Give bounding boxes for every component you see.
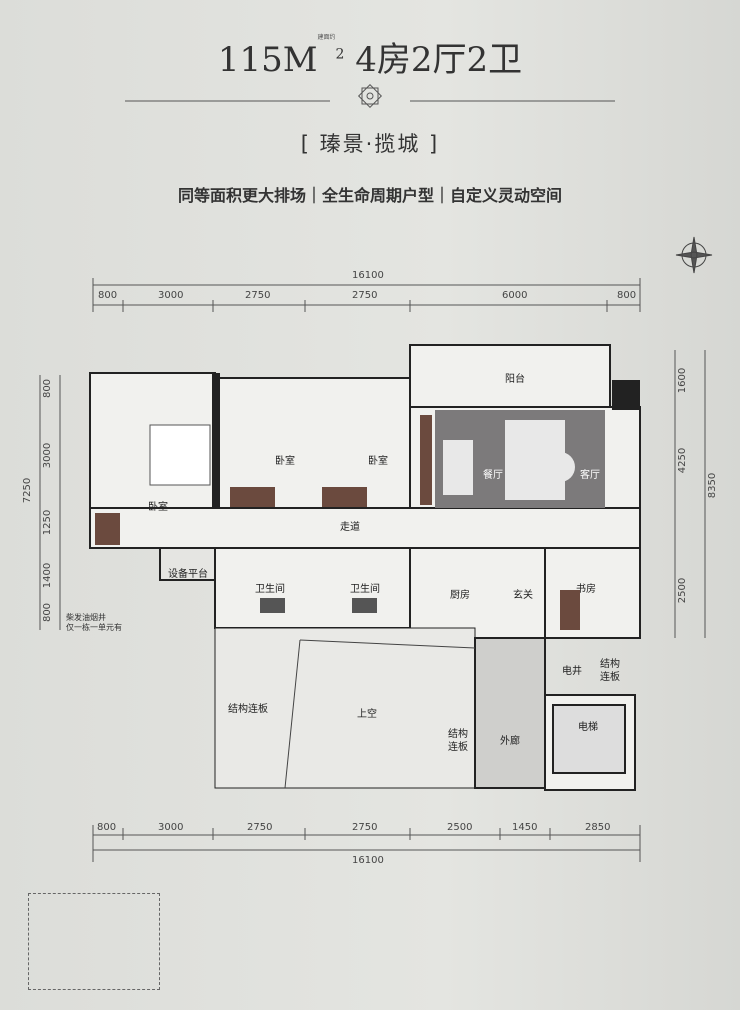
room-structure: 结构连板 xyxy=(600,659,620,683)
compass-icon xyxy=(675,236,713,274)
dim-bottom: 2500 xyxy=(447,822,473,833)
dim-right: 2500 xyxy=(677,577,689,604)
dim-left: 1400 xyxy=(42,562,54,589)
room-structure: 结构连板 xyxy=(448,729,468,753)
page-title: 115M建面约2 4房2厅2卫 xyxy=(217,34,523,80)
room-balcony: 阳台 xyxy=(505,374,525,385)
slogan: 同等面积更大排场｜全生命周期户型｜自定义灵动空间 xyxy=(177,186,562,205)
dim-right: 4250 xyxy=(677,447,689,474)
dim-bottom: 800 xyxy=(97,822,117,833)
room-study: 书房 xyxy=(576,584,596,595)
room-equipment: 设备平台 xyxy=(168,569,208,580)
dim-left: 800 xyxy=(42,378,54,399)
dim-top: 800 xyxy=(98,290,118,301)
dim-bottom: 1450 xyxy=(512,822,538,833)
room-elevator: 电梯 xyxy=(578,722,598,733)
room-kitchen: 厨房 xyxy=(450,590,470,601)
dim-top-total: 16100 xyxy=(352,270,384,281)
room-bathroom: 卫生间 xyxy=(350,584,380,595)
room-dining: 餐厅 xyxy=(483,470,503,481)
room-entry: 玄关 xyxy=(513,590,533,601)
dim-left: 1250 xyxy=(42,509,54,536)
key-plan xyxy=(28,893,160,990)
dim-right: 1600 xyxy=(677,367,689,394)
chimney-note: 仅一栋一单元有 xyxy=(66,623,122,632)
dim-right-total: 8350 xyxy=(707,472,719,499)
project-name: [ 瑧景·揽城 ] xyxy=(300,132,440,156)
room-shaft: 电井 xyxy=(562,666,582,677)
room-bedroom: 卧室 xyxy=(148,502,168,513)
chimney-note: 柴发油烟井 xyxy=(66,613,106,622)
dim-top: 800 xyxy=(617,290,637,301)
room-bathroom: 卫生间 xyxy=(255,584,285,595)
dim-top: 2750 xyxy=(245,290,271,301)
dim-bottom-total: 16100 xyxy=(352,855,384,866)
dim-left: 800 xyxy=(42,602,54,623)
dim-left: 3000 xyxy=(42,442,54,469)
dim-bottom: 2850 xyxy=(585,822,611,833)
room-void: 上空 xyxy=(357,709,377,720)
dim-top: 3000 xyxy=(158,290,184,301)
dim-top: 2750 xyxy=(352,290,378,301)
dim-bottom: 2750 xyxy=(247,822,273,833)
dim-top: 6000 xyxy=(502,290,528,301)
room-structure: 结构连板 xyxy=(228,704,268,715)
room-bedroom: 卧室 xyxy=(275,456,295,467)
dim-bottom: 3000 xyxy=(158,822,184,833)
ornament-icon xyxy=(357,83,383,109)
dim-left-total: 7250 xyxy=(22,477,34,504)
dim-bottom: 2750 xyxy=(352,822,378,833)
room-bedroom: 卧室 xyxy=(368,456,388,467)
room-corridor: 走道 xyxy=(340,522,360,533)
room-living: 客厅 xyxy=(580,470,600,481)
room-outer-corridor: 外廊 xyxy=(500,736,520,747)
